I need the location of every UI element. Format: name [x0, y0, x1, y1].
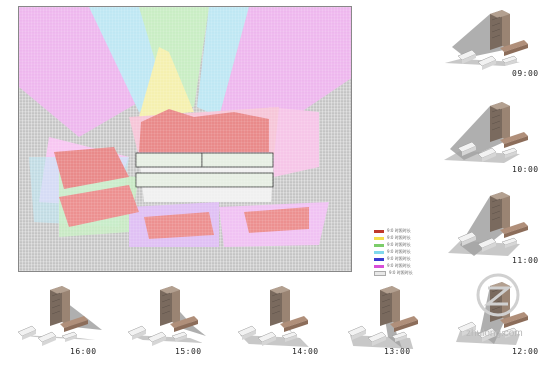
legend-label: 9:0 时照时长: [387, 263, 411, 268]
shadow-study-time-label: 10:00: [512, 165, 539, 174]
shadow-study-thumbnail: [440, 96, 550, 176]
legend-item: 9:0 时照时长: [374, 270, 436, 276]
legend-label: 9:0 时照时长: [387, 235, 411, 240]
legend-swatch: [374, 270, 386, 276]
shadow-study-time-label: 12:00: [512, 347, 539, 356]
legend-item: 9:0 时照时长: [374, 242, 436, 248]
legend-swatch: [374, 264, 384, 268]
shadow-study-time-label: 14:00: [292, 347, 319, 356]
legend-item: 9:0 时照时长: [374, 256, 436, 262]
legend-item: 9:0 时照时长: [374, 263, 436, 269]
legend: 9:0 时照时长 9:0 时照时长 9:0 时照时长 9:0 时照时长 9:0 …: [374, 228, 436, 277]
legend-swatch: [374, 236, 384, 240]
shadow-study-thumbnail: [220, 280, 330, 360]
legend-label: 9:0 时照时长: [387, 242, 411, 247]
legend-swatch: [374, 257, 384, 261]
shadow-study-thumbnail: [440, 4, 550, 84]
shadow-study-time-label: 15:00: [175, 347, 202, 356]
legend-label: 9:0 时照时长: [387, 249, 411, 254]
shadow-study-time-label: 09:00: [512, 69, 539, 78]
shadow-study-time-label: 16:00: [70, 347, 97, 356]
legend-swatch: [374, 250, 384, 254]
shadow-study-thumbnail: [440, 186, 550, 266]
legend-item: 9:0 时照时长: [374, 235, 436, 241]
shadow-study-thumbnail: [110, 280, 220, 360]
watermark-text: zhulong.com: [466, 328, 523, 339]
shadow-study-time-label: 11:00: [512, 256, 539, 265]
shadow-study-time-label: 13:00: [384, 347, 411, 356]
legend-swatch: [374, 229, 384, 233]
watermark-logo: [476, 273, 520, 317]
legend-item: 9:0 时照时长: [374, 228, 436, 234]
legend-label: 9:0 时照时长: [387, 256, 411, 261]
shadow-study-thumbnail: [0, 280, 110, 360]
plan-drawing: [19, 7, 351, 271]
shadow-study-thumbnail: [330, 280, 440, 360]
legend-swatch: [374, 243, 384, 247]
legend-item: 9:0 时照时长: [374, 249, 436, 255]
legend-label: 9:0 时照时长: [389, 270, 413, 275]
legend-label: 9:0 时照时长: [387, 228, 411, 233]
sunlight-analysis-plan: [18, 6, 352, 272]
